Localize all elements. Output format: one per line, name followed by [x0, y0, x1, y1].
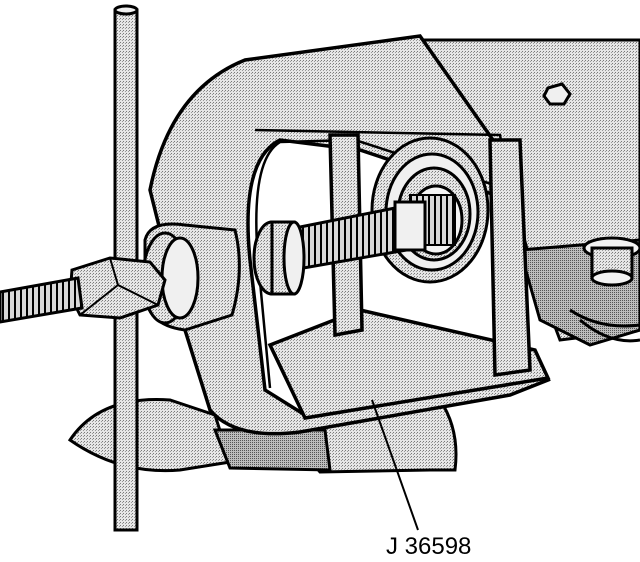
lower-structure [67, 397, 458, 474]
nut-washer-assembly [68, 222, 241, 332]
tool-collar [252, 220, 306, 296]
forcing-screw [283, 200, 427, 272]
callout-leader-line [371, 399, 419, 531]
tool-callout-label: J 36598 [386, 533, 472, 560]
threaded-rod [0, 276, 84, 324]
